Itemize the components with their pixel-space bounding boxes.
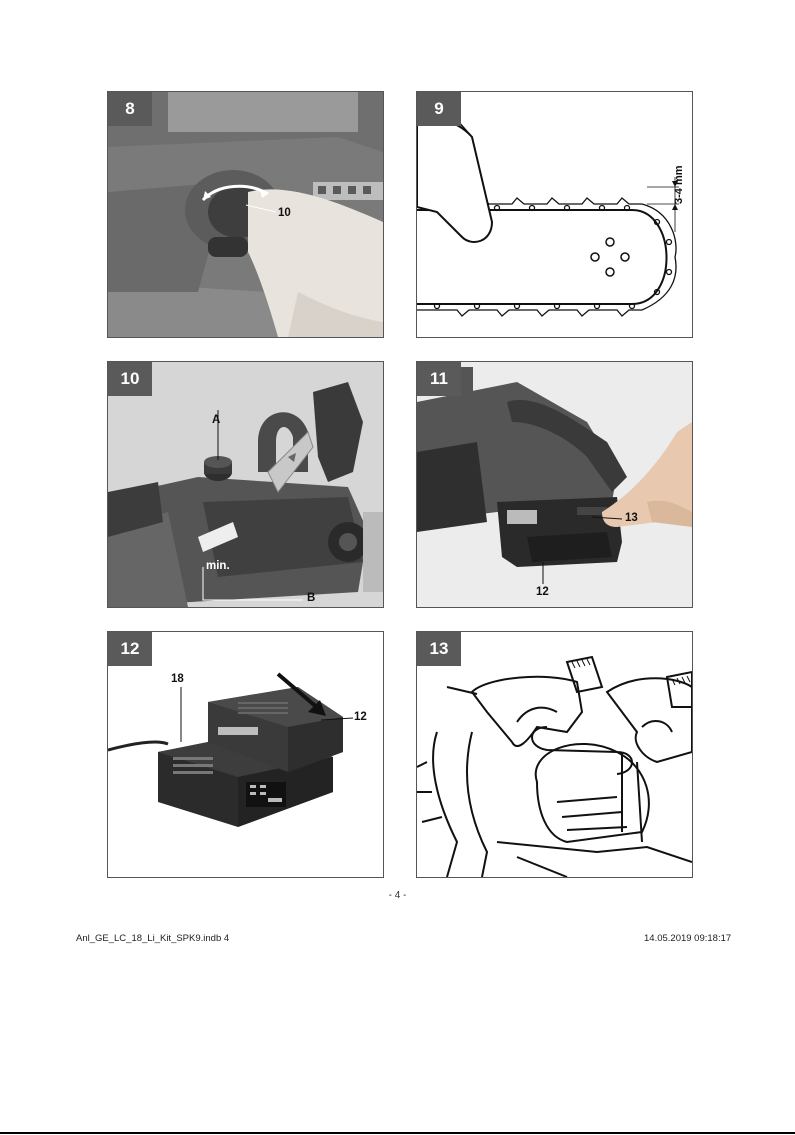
figure-9-number: 9 xyxy=(417,92,461,126)
figure-8-number: 8 xyxy=(108,92,152,126)
figure-13-image xyxy=(417,632,692,877)
figure-12-number: 12 xyxy=(108,632,152,666)
figure-12: 12 18 12 xyxy=(107,631,384,878)
figure-8: 8 10 xyxy=(107,91,384,338)
figure-8-image xyxy=(108,92,383,337)
figure-10-number: 10 xyxy=(108,362,152,396)
figure-9: 9 3-4 mm xyxy=(416,91,693,338)
figure-13-number: 13 xyxy=(417,632,461,666)
bottom-divider xyxy=(0,1132,795,1134)
figure-12-callout-18: 18 xyxy=(171,673,184,685)
figure-10-image xyxy=(108,362,383,607)
figure-11-image xyxy=(417,362,692,607)
figure-13: 13 xyxy=(416,631,693,878)
figure-8-callout-10: 10 xyxy=(278,207,291,219)
figure-9-callout-gap: 3-4 mm xyxy=(673,165,685,204)
figure-11-number: 11 xyxy=(417,362,461,396)
figure-9-image xyxy=(417,92,692,337)
figure-11-callout-13: 13 xyxy=(625,512,638,524)
footer-file-name: Anl_GE_LC_18_Li_Kit_SPK9.indb 4 xyxy=(76,933,229,944)
figure-10-callout-min: min. xyxy=(206,560,230,572)
figure-12-callout-12: 12 xyxy=(354,711,367,723)
page-number: - 4 - xyxy=(0,890,795,901)
figure-12-image xyxy=(108,632,383,877)
figure-11: 11 13 12 xyxy=(416,361,693,608)
figure-11-callout-12: 12 xyxy=(536,586,549,598)
figure-10: 10 A min. B xyxy=(107,361,384,608)
footer-timestamp: 14.05.2019 09:18:17 xyxy=(644,933,731,944)
figure-10-callout-b: B xyxy=(307,592,315,604)
figure-10-callout-a: A xyxy=(212,414,220,426)
